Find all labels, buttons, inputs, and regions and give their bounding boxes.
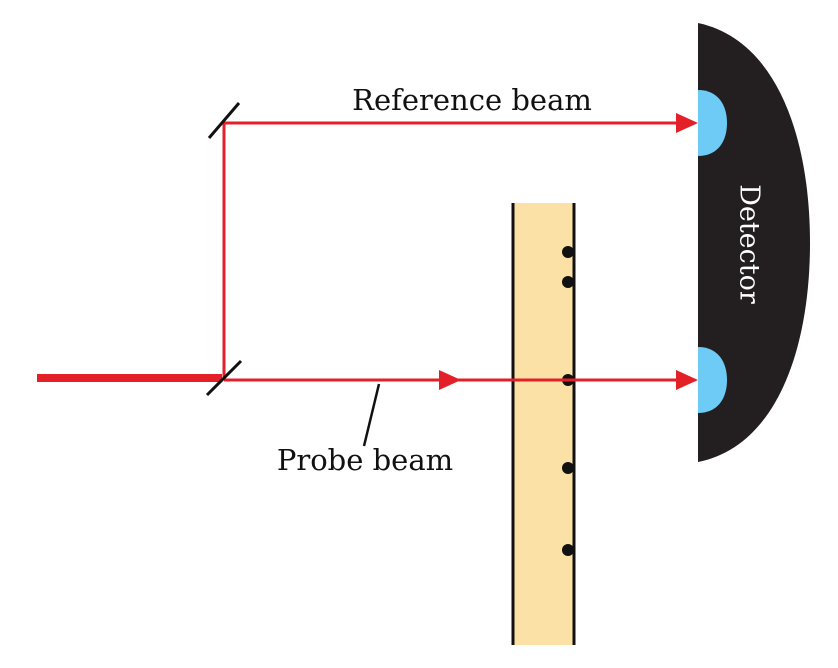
particle	[562, 462, 574, 474]
reference-beam-label: Reference beam	[352, 83, 592, 117]
mirrors	[205, 102, 243, 397]
probe-beam-leader-line	[362, 383, 381, 447]
detector-label: Detector	[734, 184, 765, 304]
particle	[562, 246, 574, 258]
fold-mirror	[207, 102, 241, 139]
particle	[562, 544, 574, 556]
sample-body	[513, 203, 574, 645]
detector: Detector	[698, 23, 810, 462]
detector-window-bottom	[698, 347, 727, 413]
sample-slab	[511, 203, 576, 645]
probe-beam-arrowhead	[676, 370, 698, 390]
beams	[37, 113, 698, 390]
probe-beam-mid-arrowhead	[439, 370, 461, 390]
detector-window-top	[698, 90, 727, 156]
reference-beam-arrowhead	[676, 113, 698, 133]
particle	[562, 276, 574, 288]
beam-splitter	[205, 359, 243, 397]
probe-beam-label: Probe beam	[277, 443, 453, 477]
